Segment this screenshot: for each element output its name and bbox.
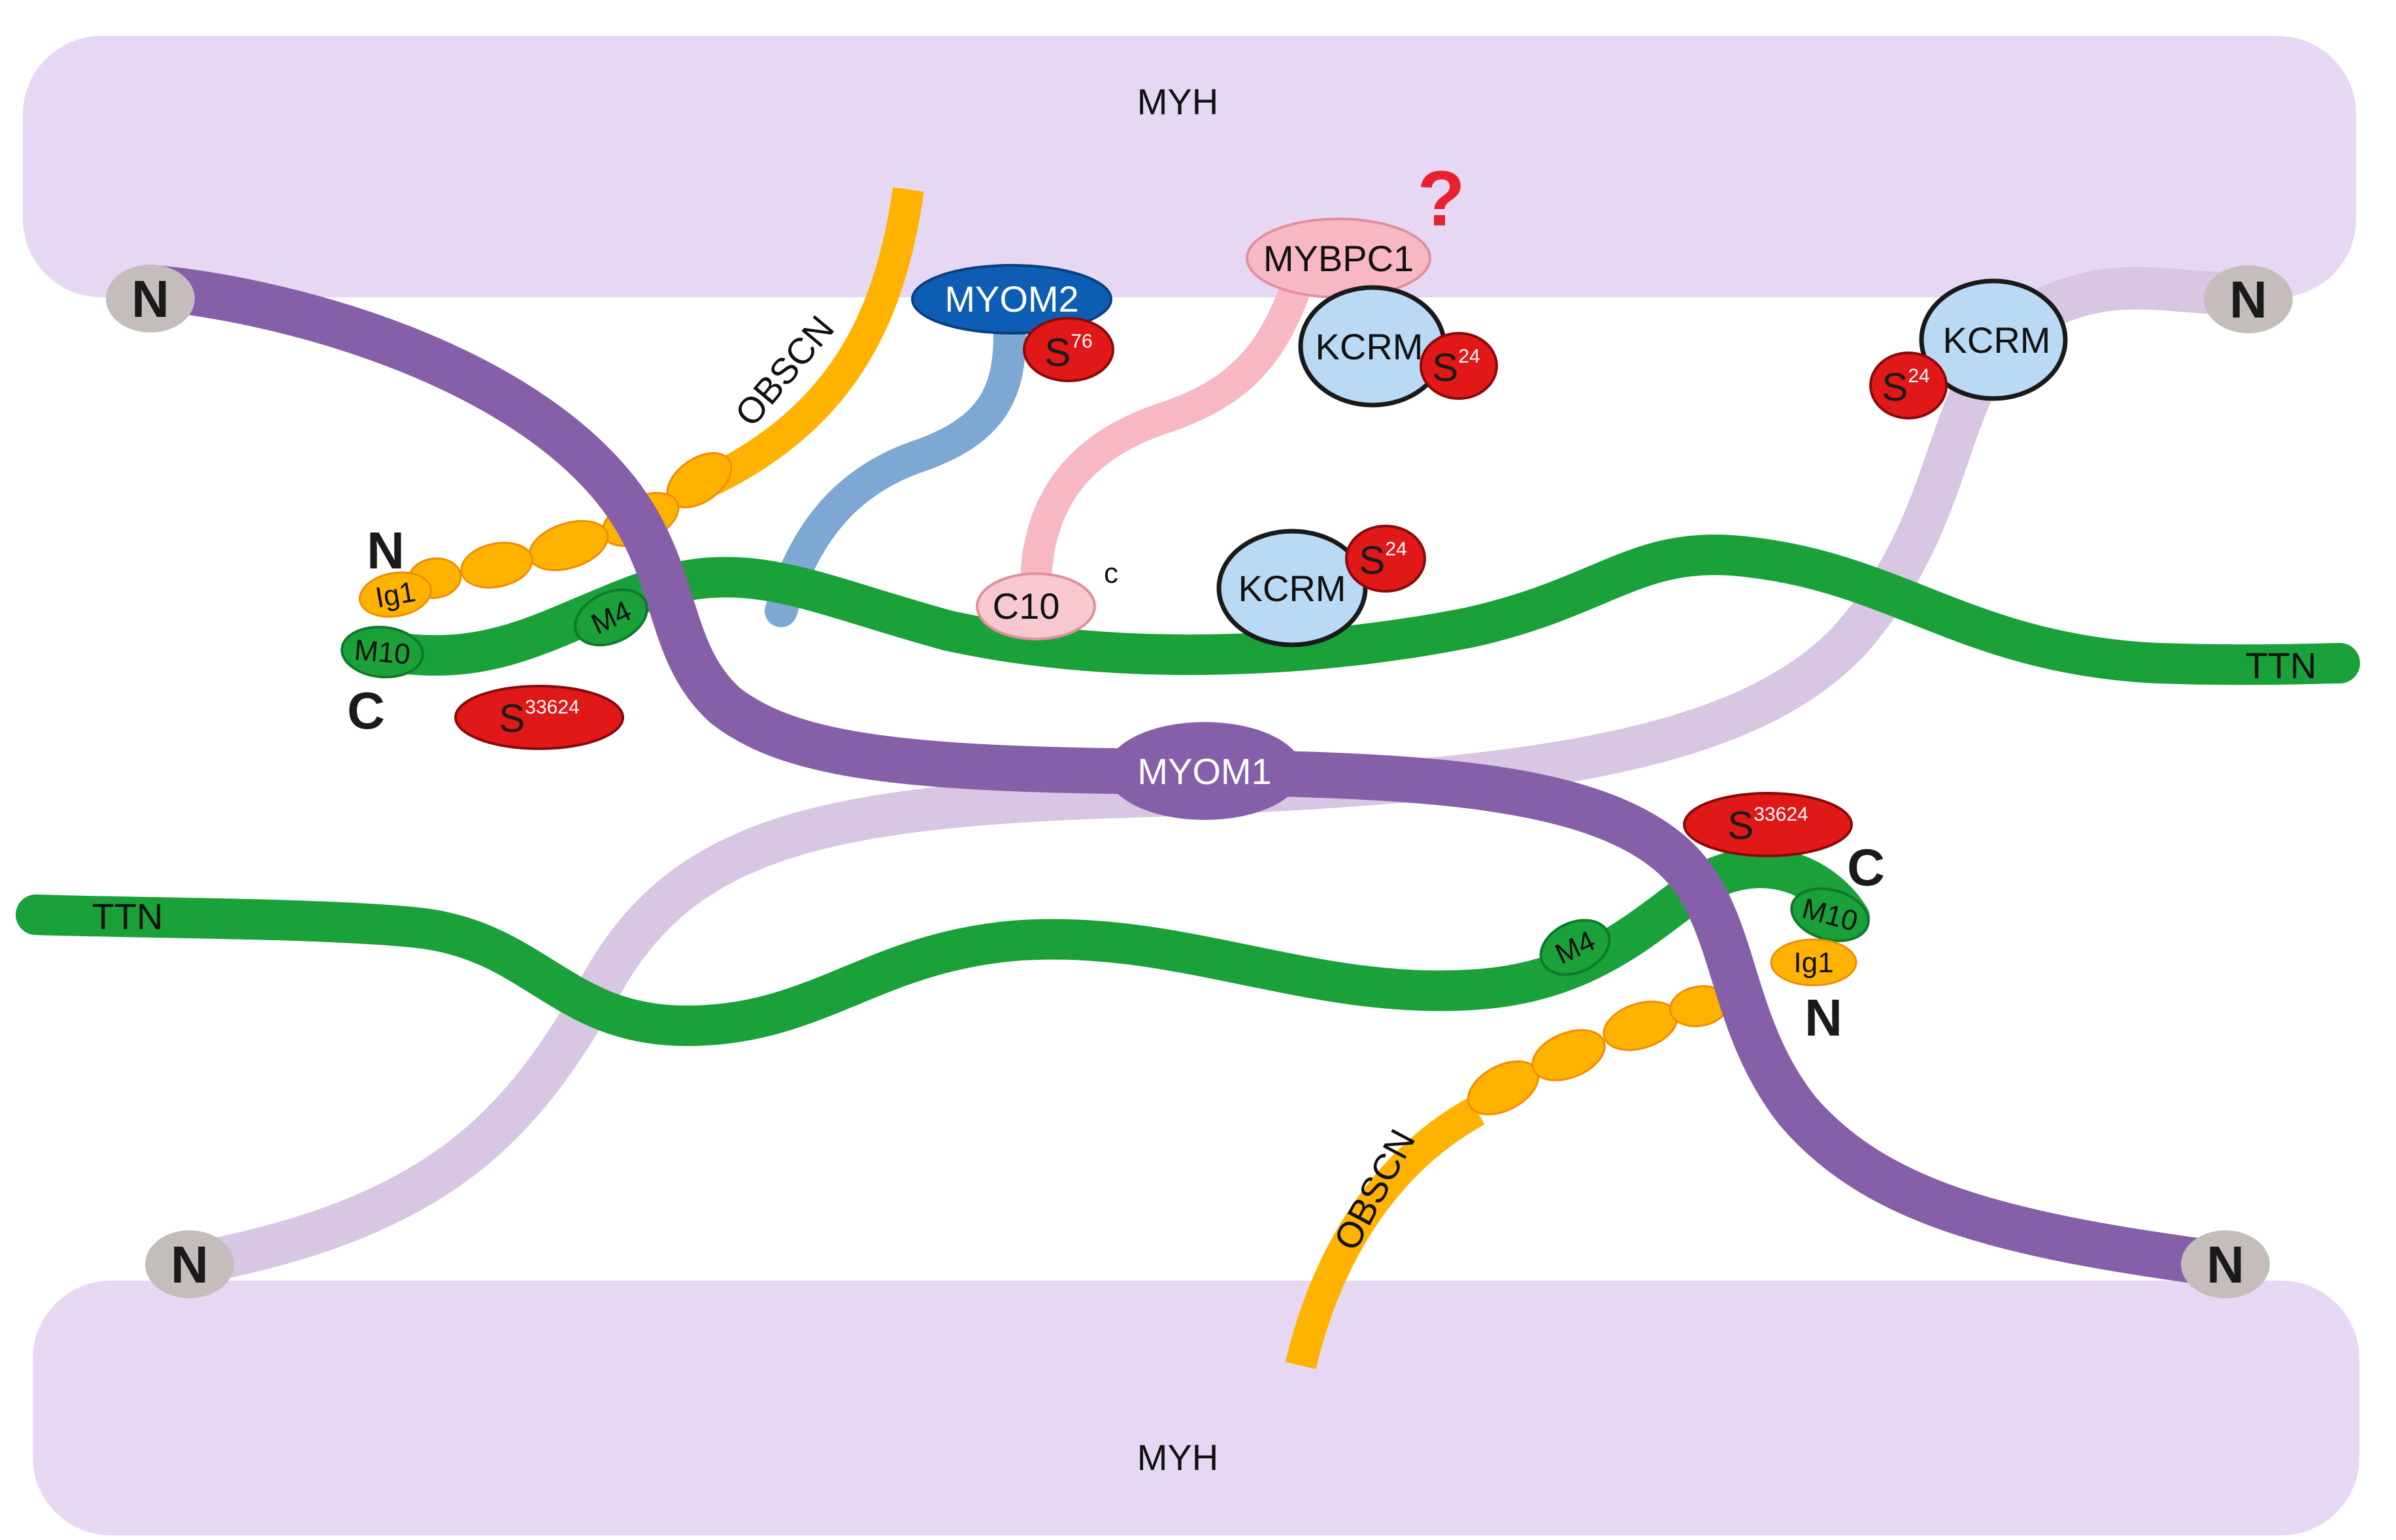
obscn-bottom-ig1-label: Ig1 <box>1793 947 1833 979</box>
ttn-top-label: TTN <box>2246 645 2317 686</box>
phospho-s33624-right-sup: 33624 <box>1754 804 1808 825</box>
obscn-bottom-label: OBSCN <box>1325 1122 1423 1256</box>
phospho-s24-center-s: S <box>1359 538 1385 582</box>
phospho-s33624-left-s: S <box>499 696 525 740</box>
obscn-bottom-n-terminus: N <box>1805 989 1842 1047</box>
ttn-bottom-m4-domain <box>1539 919 1611 976</box>
ttn-bottom-m10-domain <box>1790 887 1870 942</box>
myom1-n-cap-bottom-left: N <box>145 1230 234 1298</box>
mybpc1-linker <box>1020 259 1316 614</box>
myom2-linker <box>765 317 1026 627</box>
mybpc1-question-mark: ? <box>1417 155 1465 242</box>
obscn-top-strand <box>705 187 924 495</box>
phospho-s24-badge-right: S24 <box>1869 352 1948 419</box>
svg-text:S76: S76 <box>1044 331 1092 374</box>
ttn-bottom-strand <box>16 847 1870 1047</box>
myom2-head <box>911 264 1112 335</box>
kcrm-label-center: KCRM <box>1239 568 1346 609</box>
n-label-bottom-left: N <box>171 1236 208 1294</box>
n-label-top-left: N <box>131 270 169 328</box>
mybpc1-c-terminus-label: c <box>1104 557 1118 589</box>
ttn-top-m10-domain <box>341 625 424 679</box>
ttn-top-c-terminus: C <box>347 681 385 740</box>
mybpc1-label: MYBPC1 <box>1263 238 1414 279</box>
phospho-s76-badge: S76 <box>1023 317 1114 382</box>
mybpc1-c10-domain <box>976 572 1096 640</box>
myom1-label: MYOM1 <box>1137 751 1271 792</box>
myh-top-label: MYH <box>1137 81 1218 122</box>
myom1-n-cap-bottom-right: N <box>2181 1230 2270 1298</box>
myom1-n-cap-top-left: N <box>106 265 195 333</box>
phospho-s24-right-sup: 24 <box>1908 365 1929 387</box>
svg-text:S24: S24 <box>1432 346 1480 389</box>
phospho-s24-center-sup: 24 <box>1385 538 1406 560</box>
kcrm-label-upper-mid: KCRM <box>1316 326 1423 367</box>
n-label-bottom-right: N <box>2206 1236 2244 1294</box>
obscn-top-ig1-domain <box>359 571 432 618</box>
kcrm-label-right: KCRM <box>1943 319 2051 361</box>
ttn-top-m4-domain <box>574 588 648 647</box>
svg-text:S33624: S33624 <box>499 696 579 740</box>
phospho-s24-right-s: S <box>1882 365 1908 409</box>
phospho-s33624-right-s: S <box>1727 804 1754 847</box>
phospho-s33624-badge-left: S33624 <box>454 685 624 750</box>
phospho-s24-badge-center: S24 <box>1345 525 1426 593</box>
svg-text:S24: S24 <box>1359 538 1406 582</box>
phospho-s33624-left-sup: 33624 <box>525 696 579 718</box>
myh-bottom-label: MYH <box>1137 1437 1218 1478</box>
ttn-top-m10-label: M10 <box>353 634 412 670</box>
ttn-bottom-label: TTN <box>92 896 163 937</box>
myom1-n-cap-top-right: N <box>2204 265 2293 333</box>
phospho-s33624-badge-right: S33624 <box>1683 792 1853 857</box>
n-label-top-right: N <box>2229 270 2267 329</box>
obscn-bottom-ig-beads <box>1467 985 1730 1116</box>
obscn-top-ig1-label: Ig1 <box>373 576 418 614</box>
obscn-top-n-terminus: N <box>367 521 405 580</box>
myh-top-band <box>23 36 2356 297</box>
phospho-s76-sup: 76 <box>1071 331 1092 352</box>
myom1-center-blob <box>1106 722 1303 820</box>
myom2-label: MYOM2 <box>944 278 1078 319</box>
kcrm-oval-right <box>1919 278 2068 401</box>
myh-bottom-band <box>33 1281 2359 1535</box>
svg-text:S24: S24 <box>1882 365 1929 409</box>
phospho-s76-s: S <box>1044 331 1071 374</box>
phospho-s24-upper-mid-sup: 24 <box>1458 346 1480 367</box>
phospho-s24-badge-upper-mid: S24 <box>1420 332 1498 400</box>
obscn-bottom-ig1-domain <box>1770 938 1857 987</box>
mybpc1-c10-label: C10 <box>993 585 1060 627</box>
obscn-bottom-strand <box>1285 1096 1485 1369</box>
svg-text:S33624: S33624 <box>1727 804 1808 847</box>
phospho-s24-upper-mid-s: S <box>1432 346 1458 389</box>
ttn-bottom-c-terminus: C <box>1847 838 1885 896</box>
